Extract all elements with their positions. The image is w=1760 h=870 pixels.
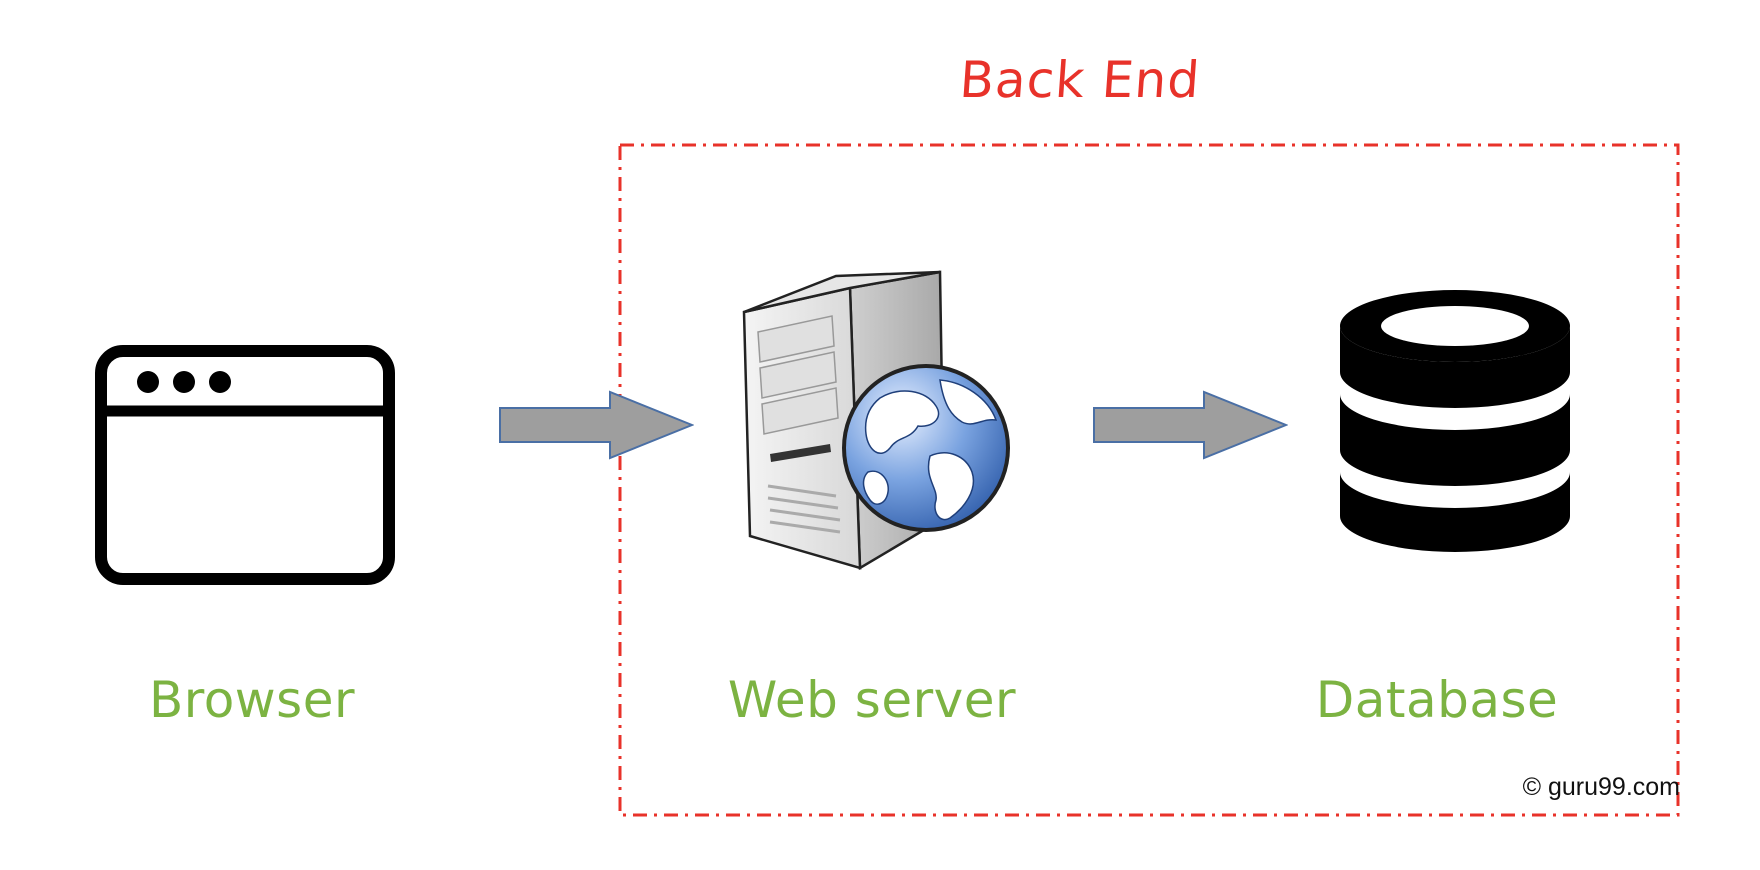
database-icon: [1340, 290, 1570, 552]
web-server-globe-icon: [742, 270, 1010, 571]
backend-boundary: [618, 143, 1680, 817]
arrow-browser-to-server: [499, 390, 694, 460]
backend-title: Back End: [957, 51, 1203, 109]
browser-label: Browser: [148, 671, 356, 729]
browser-window-icon: [95, 345, 395, 585]
copyright-text: © guru99.com: [1522, 773, 1680, 801]
database-label: Database: [1315, 671, 1559, 729]
arrow-server-to-database: [1093, 390, 1288, 460]
web-server-label: Web server: [727, 671, 1017, 729]
